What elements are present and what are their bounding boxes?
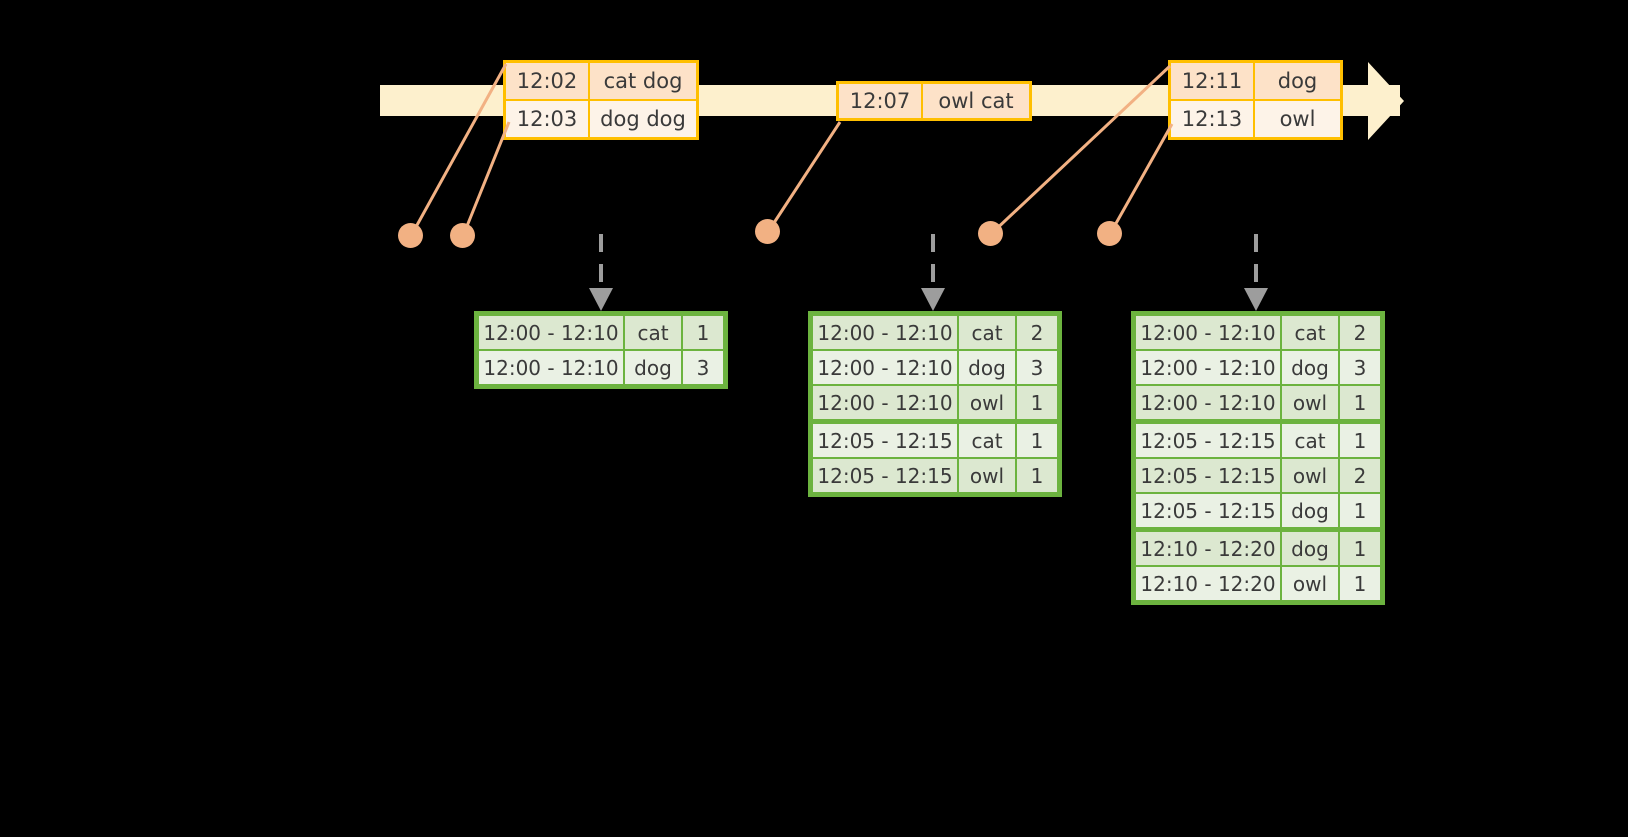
count-cell: 1 [1340,386,1380,419]
event-time: 12:02 [506,63,590,99]
window-cell: 12:05 - 12:15 [813,424,957,457]
table-row: 12:05 - 12:15 cat 1 [1135,423,1381,458]
window-cell: 12:10 - 12:20 [1136,532,1280,565]
event-time: 12:03 [506,101,590,137]
table-row: 12:00 - 12:10 cat 1 [478,315,724,350]
count-cell: 3 [683,351,723,384]
event-time: 12:13 [1171,101,1255,137]
event-value: cat dog [590,63,696,99]
table-row: 12:05 - 12:15 owl 1 [812,458,1058,493]
event-row: 12:03 dog dog [506,99,696,137]
count-cell: 1 [1340,494,1380,527]
event-row: 12:07 owl cat [839,84,1029,118]
event-time: 12:11 [1171,63,1255,99]
event-time: 12:07 [839,84,923,118]
event-box-3: 12:11 dog 12:13 owl [1168,60,1343,140]
table-row: 12:00 - 12:10 owl 1 [1135,385,1381,420]
count-cell: 1 [1017,386,1057,419]
event-box-2: 12:07 owl cat [836,81,1032,121]
table-row: 12:05 - 12:15 owl 2 [1135,458,1381,493]
window-cell: 12:05 - 12:15 [1136,459,1280,492]
connector-dot-5 [1097,221,1122,246]
window-cell: 12:05 - 12:15 [813,459,957,492]
table-row: 12:00 - 12:10 dog 3 [478,350,724,385]
table-row: 12:05 - 12:15 dog 1 [1135,493,1381,528]
window-cell: 12:05 - 12:15 [1136,424,1280,457]
group-separator [1135,528,1381,531]
count-cell: 1 [1340,567,1380,600]
table-row: 12:00 - 12:10 dog 3 [812,350,1058,385]
event-box-1: 12:02 cat dog 12:03 dog dog [503,60,699,140]
word-cell: cat [1282,316,1338,349]
window-cell: 12:00 - 12:10 [813,351,957,384]
count-cell: 3 [1017,351,1057,384]
event-row: 12:02 cat dog [506,63,696,99]
table-row: 12:00 - 12:10 cat 2 [812,315,1058,350]
event-value: owl cat [923,84,1029,118]
window-cell: 12:05 - 12:15 [1136,494,1280,527]
event-value: dog [1255,63,1340,99]
table-row: 12:00 - 12:10 cat 2 [1135,315,1381,350]
word-cell: owl [1282,567,1338,600]
event-value: owl [1255,101,1340,137]
event-value: dog dog [590,101,696,137]
table-row: 12:00 - 12:10 dog 3 [1135,350,1381,385]
table-row: 12:00 - 12:10 owl 1 [812,385,1058,420]
word-cell: cat [625,316,681,349]
word-cell: owl [1282,386,1338,419]
word-cell: owl [959,386,1015,419]
event-row: 12:11 dog [1171,63,1340,99]
window-cell: 12:00 - 12:10 [813,316,957,349]
word-cell: cat [959,424,1015,457]
word-cell: dog [1282,494,1338,527]
timeline-arrow-icon [1368,62,1404,140]
count-cell: 1 [1017,424,1057,457]
count-cell: 3 [1340,351,1380,384]
count-cell: 2 [1017,316,1057,349]
window-cell: 12:00 - 12:10 [479,351,623,384]
count-cell: 1 [1340,532,1380,565]
connector-dot-4 [978,221,1003,246]
event-row: 12:13 owl [1171,99,1340,137]
count-cell: 1 [1017,459,1057,492]
result-table-2: 12:00 - 12:10 cat 2 12:00 - 12:10 dog 3 … [808,311,1062,497]
connector-dot-1 [398,223,423,248]
count-cell: 1 [1340,424,1380,457]
connector-dot-2 [450,223,475,248]
window-cell: 12:10 - 12:20 [1136,567,1280,600]
window-cell: 12:00 - 12:10 [813,386,957,419]
connector-dot-3 [755,219,780,244]
table-row: 12:05 - 12:15 cat 1 [812,423,1058,458]
group-separator [812,420,1058,423]
window-cell: 12:00 - 12:10 [1136,351,1280,384]
group-separator [1135,420,1381,423]
word-cell: dog [1282,351,1338,384]
count-cell: 2 [1340,316,1380,349]
count-cell: 2 [1340,459,1380,492]
window-cell: 12:00 - 12:10 [1136,386,1280,419]
result-table-3: 12:00 - 12:10 cat 2 12:00 - 12:10 dog 3 … [1131,311,1385,605]
table-row: 12:10 - 12:20 owl 1 [1135,566,1381,601]
word-cell: owl [959,459,1015,492]
window-cell: 12:00 - 12:10 [479,316,623,349]
word-cell: cat [959,316,1015,349]
word-cell: dog [1282,532,1338,565]
word-cell: owl [1282,459,1338,492]
count-cell: 1 [683,316,723,349]
result-table-1: 12:00 - 12:10 cat 1 12:00 - 12:10 dog 3 [474,311,728,389]
word-cell: cat [1282,424,1338,457]
table-row: 12:10 - 12:20 dog 1 [1135,531,1381,566]
word-cell: dog [625,351,681,384]
word-cell: dog [959,351,1015,384]
window-cell: 12:00 - 12:10 [1136,316,1280,349]
